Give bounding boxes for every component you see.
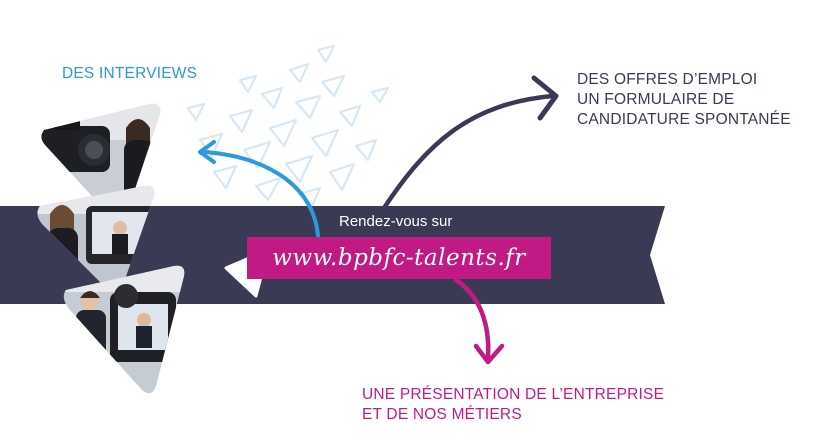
website-url-link[interactable]: www.bpbfc-talents.fr: [272, 245, 526, 271]
presentation-line-2: ET DE NOS MÉTIERS: [362, 406, 522, 423]
blue-arrowhead-icon: [198, 140, 216, 164]
cta-intro-text: Rendez-vous sur: [339, 213, 453, 230]
website-url-box[interactable]: www.bpbfc-talents.fr: [247, 237, 551, 279]
offers-line-1: DES OFFRES D’EMPLOI: [577, 71, 758, 88]
pink-arrowhead-icon: [473, 343, 505, 365]
company-presentation-label: UNE PRÉSENTATION DE L’ENTREPRISE ET DE N…: [362, 385, 664, 425]
interviews-label: DES INTERVIEWS: [62, 64, 197, 84]
dark-arrowhead-icon: [531, 75, 559, 121]
interviews-text: DES INTERVIEWS: [62, 65, 198, 82]
dark-curved-arrow-icon: [381, 93, 555, 211]
pink-curved-arrow-icon: [453, 277, 491, 361]
presentation-line-1: UNE PRÉSENTATION DE L’ENTREPRISE: [362, 386, 665, 403]
offers-line-3: CANDIDATURE SPONTANÉE: [577, 111, 791, 128]
offers-line-2: UN FORMULAIRE DE: [577, 91, 735, 108]
blue-curved-arrow-icon: [204, 150, 320, 238]
interview-photo-bottom: [63, 265, 185, 394]
job-offers-label: DES OFFRES D’EMPLOI UN FORMULAIRE DE CAN…: [577, 70, 791, 130]
